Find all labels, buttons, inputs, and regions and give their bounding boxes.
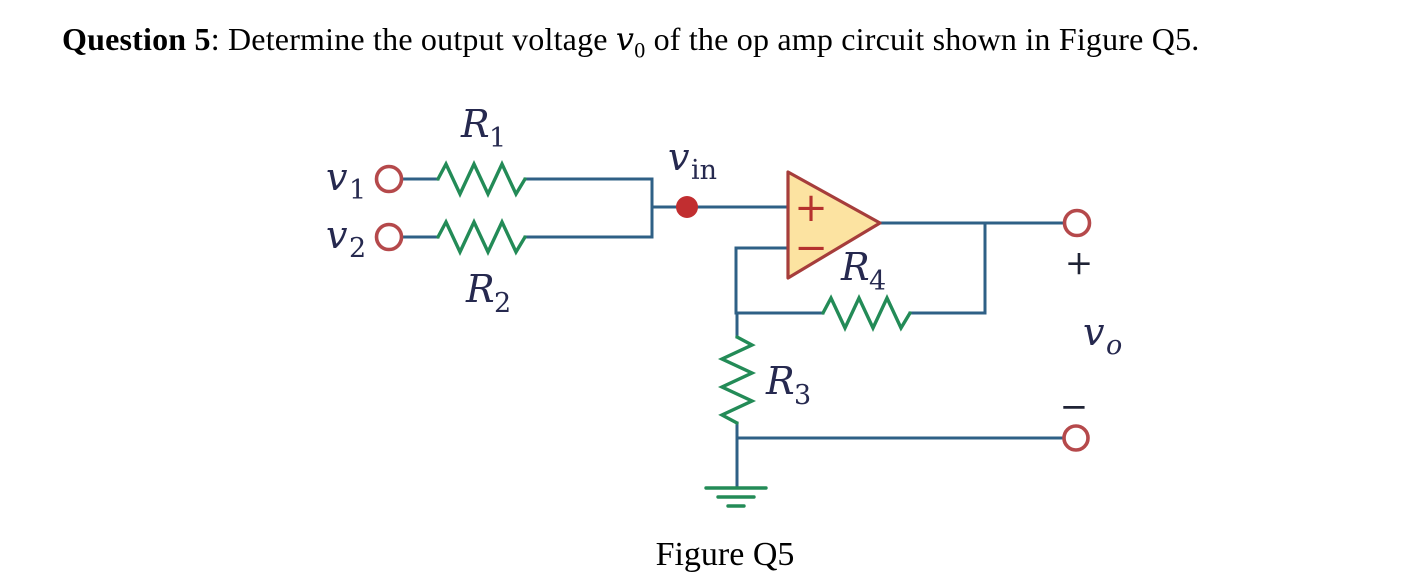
- output-minus-sign: −: [1060, 387, 1089, 427]
- svg-text:3: 3: [794, 380, 811, 411]
- svg-text:o: o: [1106, 330, 1122, 361]
- svg-text:v: v: [326, 213, 348, 257]
- question-number: Question 5: [62, 21, 211, 57]
- svg-text:2: 2: [494, 288, 511, 319]
- opamp-noninverting-sign: +: [794, 185, 828, 231]
- opamp-triangle: [786, 170, 882, 280]
- resistor-r3: [717, 335, 757, 425]
- opamp-inverting-sign: −: [794, 225, 828, 271]
- label-v1: v 1: [326, 155, 366, 206]
- svg-text:R: R: [840, 245, 870, 289]
- title-body-after: of the op amp circuit shown in Figure Q5…: [645, 21, 1200, 57]
- terminal-output-bottom: [1062, 424, 1090, 452]
- svg-text:v: v: [1083, 310, 1105, 354]
- svg-text:1: 1: [349, 175, 366, 206]
- ground-icon: [704, 486, 768, 508]
- label-r4: R 4: [840, 245, 886, 297]
- label-r3: R 3: [765, 359, 811, 411]
- resistor-r1: [436, 159, 527, 199]
- resistor-r4: [821, 293, 912, 333]
- output-plus-sign: +: [1065, 243, 1094, 283]
- label-vin: v in: [668, 135, 717, 186]
- figure-caption: Figure Q5: [655, 536, 795, 573]
- svg-text:v: v: [326, 155, 348, 199]
- label-vo: v o: [1083, 310, 1122, 361]
- terminal-v2: [374, 222, 404, 252]
- question-title: Question 5: Determine the output voltage…: [62, 20, 1200, 61]
- terminal-output-top: [1062, 208, 1092, 238]
- label-v2: v 2: [326, 213, 366, 264]
- resistor-r2: [436, 217, 527, 257]
- svg-text:v: v: [668, 135, 690, 179]
- vin-node: [676, 196, 698, 218]
- svg-text:R: R: [465, 267, 495, 311]
- wire-inverting-input: [734, 246, 790, 315]
- svg-text:2: 2: [349, 233, 366, 264]
- label-r1: R 1: [460, 102, 506, 154]
- label-r2: R 2: [465, 267, 511, 319]
- title-var-v0: v: [615, 20, 635, 58]
- svg-text:R: R: [460, 102, 490, 146]
- svg-text:in: in: [691, 155, 717, 186]
- svg-text:1: 1: [489, 123, 506, 154]
- title-separator: :: [210, 21, 228, 57]
- svg-text:4: 4: [869, 266, 886, 297]
- svg-text:R: R: [765, 359, 795, 403]
- title-var-v0-sub: 0: [634, 37, 646, 63]
- title-body-before: Determine the output voltage: [227, 21, 616, 57]
- terminal-v1: [374, 164, 404, 194]
